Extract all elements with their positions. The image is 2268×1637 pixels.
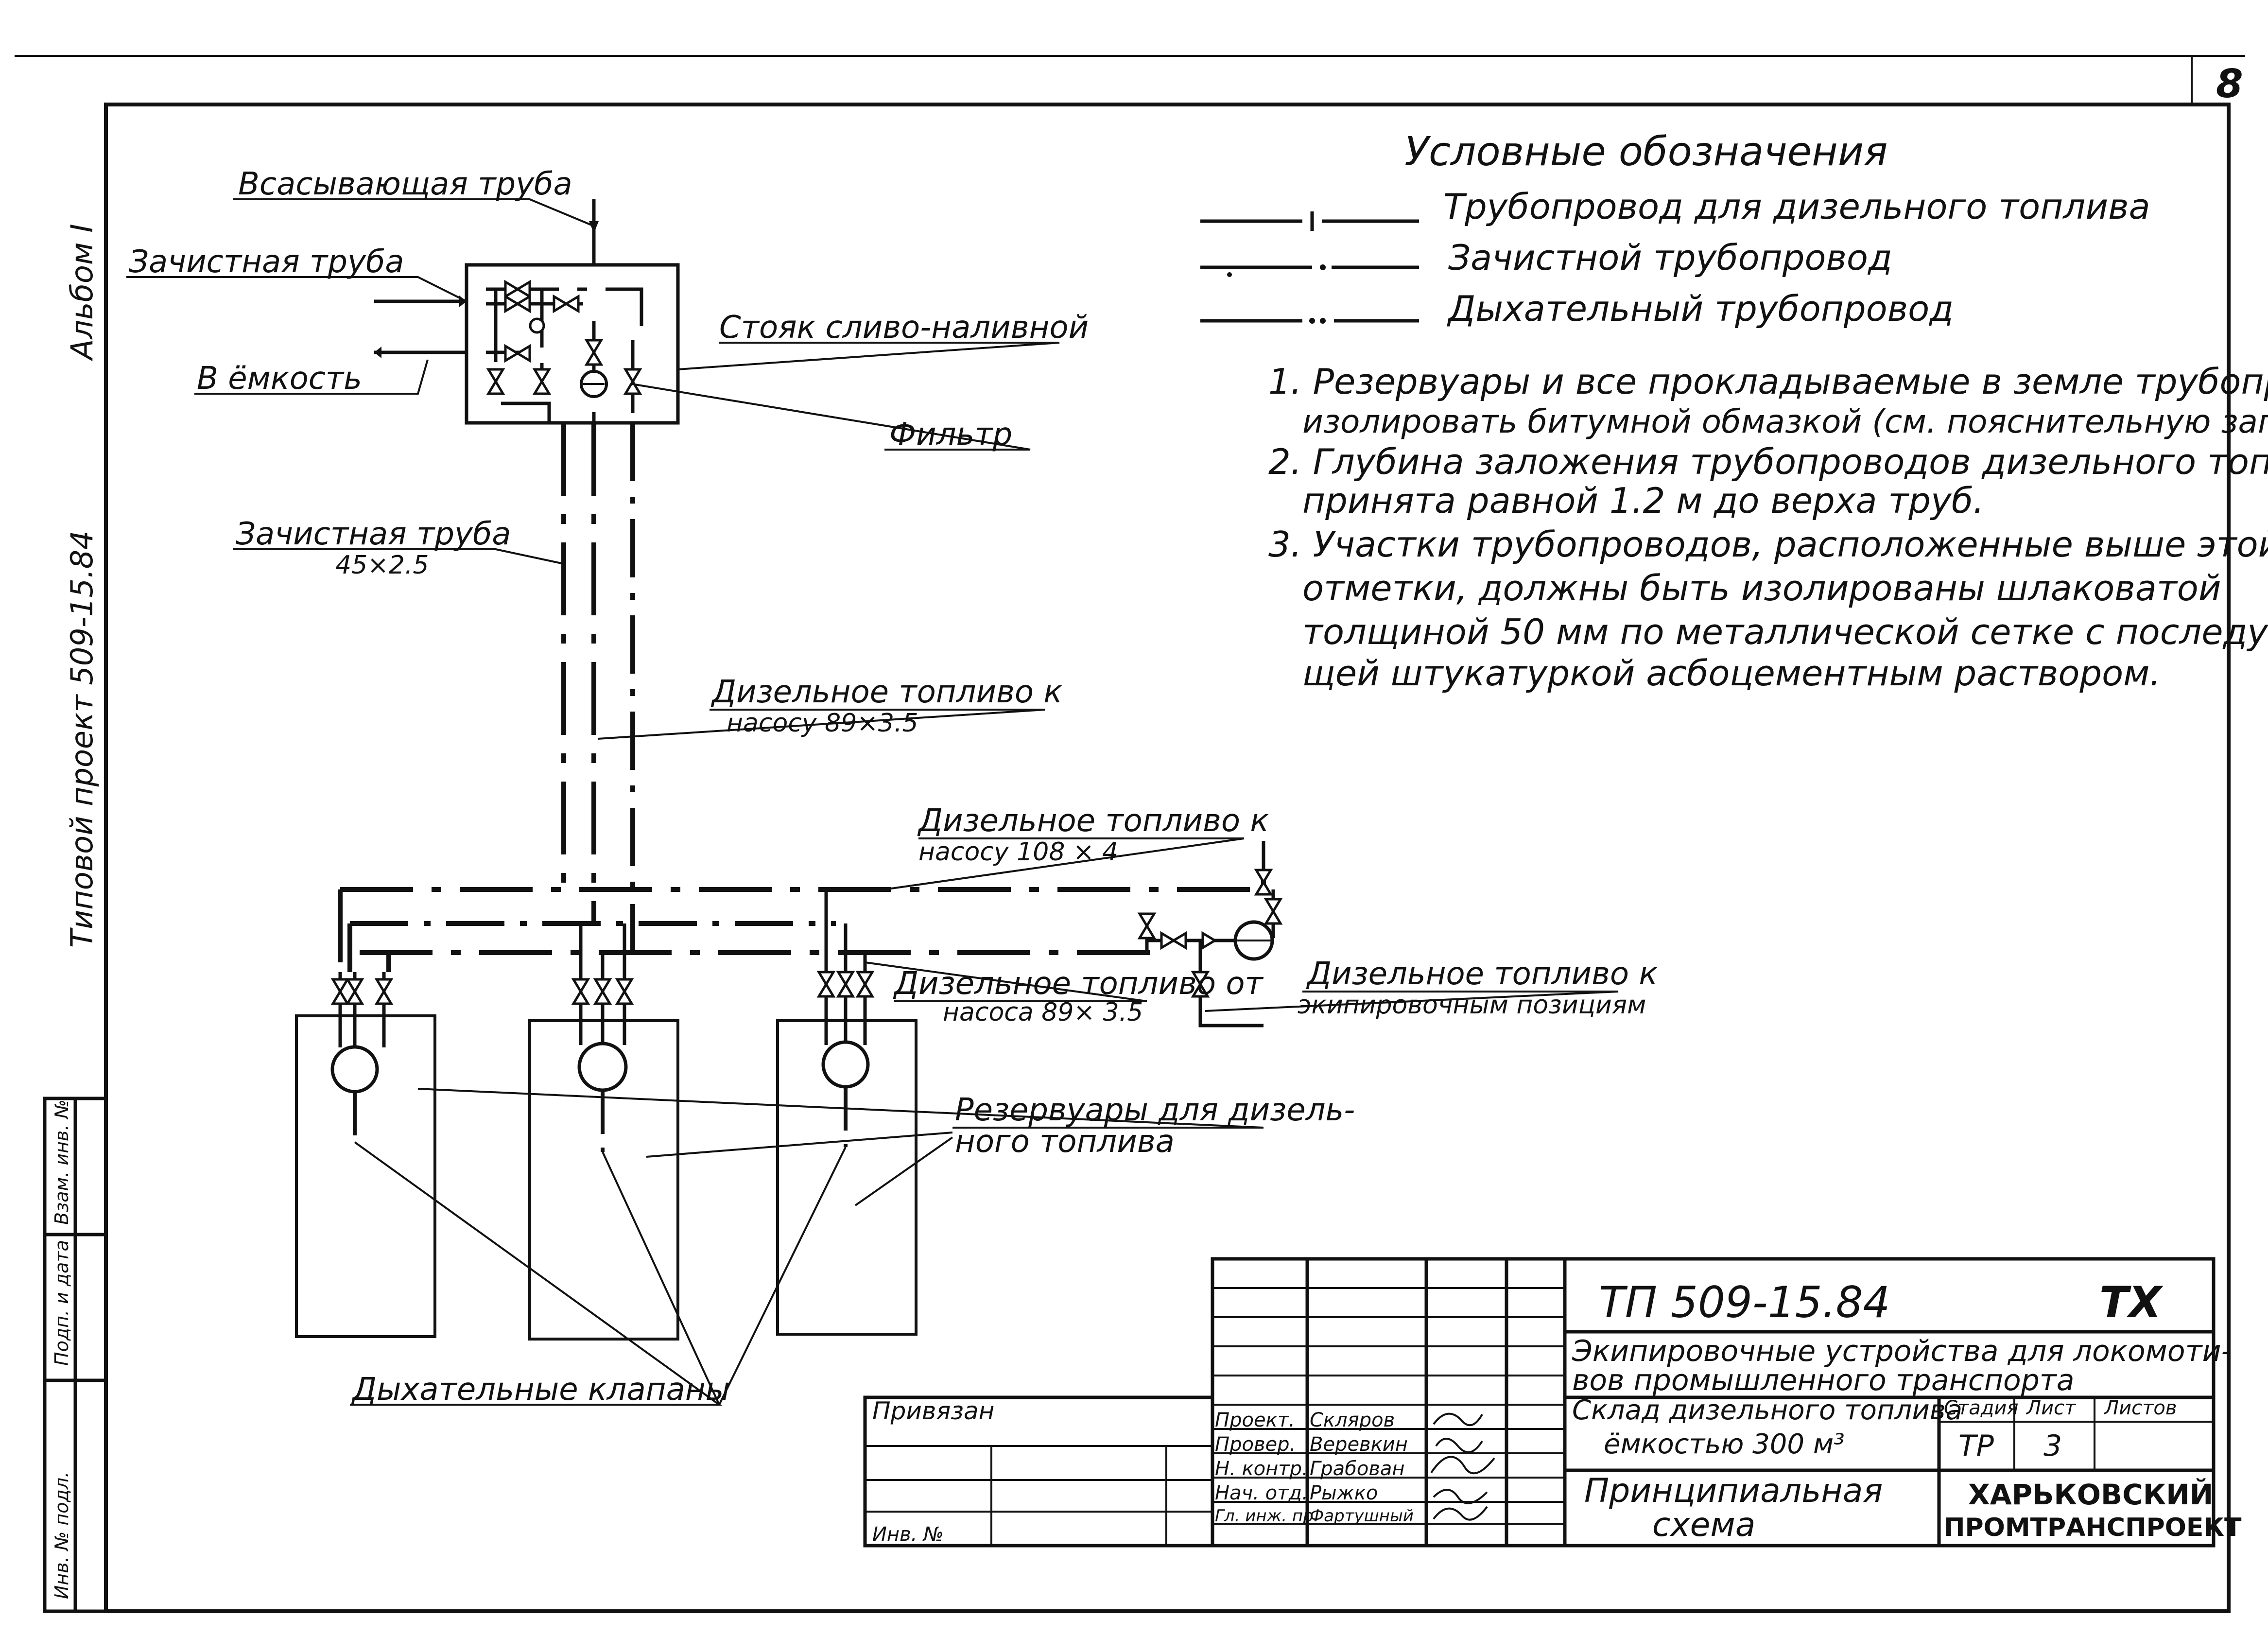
tank-1-valves: [330, 978, 394, 1005]
label-diesel-to-positions-b: экипировочным позициям: [1298, 991, 1646, 1020]
side-project-label: Типовой проект 509-15.84: [64, 530, 100, 948]
tb-inv-no: Инв. №: [872, 1523, 944, 1546]
label-breathing-valves: Дыхательные клапаны: [351, 1372, 730, 1408]
label-diesel-to-positions-a: Дизельное топливо к: [1306, 956, 1658, 992]
tb-object-2: ёмкостью 300 м³: [1604, 1428, 1845, 1460]
label-to-tank: В ёмкость: [197, 361, 362, 397]
signatures: [1430, 1412, 1495, 1521]
tb-organization-2: ПРОМТРАНСПРОЕКТ: [1944, 1513, 2242, 1542]
side-stamp: Инв. № подл. Подп. и дата Взам. инв. №: [43, 1097, 108, 1613]
tank-3: [776, 889, 918, 1336]
horizontal-headers: [338, 875, 1266, 972]
tb-mark: ТХ: [2099, 1277, 2164, 1327]
tb-role-4: Нач. отд.: [1215, 1482, 1308, 1504]
label-cleaning-pipe-top: Зачистная труба: [129, 244, 404, 280]
tb-name-1: Скляров: [1310, 1409, 1395, 1431]
legend-item-breathing: Дыхательный трубопровод: [1200, 288, 1954, 329]
tb-name-5: Фартушный: [1310, 1506, 1414, 1526]
tb-stage: ТР: [1958, 1429, 1994, 1463]
leader-lines: [126, 198, 1619, 1406]
riser-box: [465, 199, 680, 425]
side-field-inv: Инв. № подл.: [51, 1472, 72, 1599]
label-diesel-from-pump-a: Дизельное топливо от: [893, 966, 1264, 1002]
tank-3-valves: [816, 971, 875, 998]
label-tanks-a: Резервуары для дизель-: [955, 1092, 1355, 1128]
note-line-2: изолировать битумной обмазкой (см. поясн…: [1302, 403, 2268, 440]
filter-icon: [580, 370, 608, 398]
legend: Условные обозначения Трубопровод для диз…: [1200, 129, 2150, 329]
side-field-replace: Взам. инв. №: [51, 1099, 72, 1225]
note-line-5: 3. Участки трубопроводов, расположенные …: [1268, 524, 2268, 565]
legend-label-diesel: Трубопровод для дизельного топлива: [1443, 186, 2150, 227]
tank-3-manhole-icon: [821, 1040, 870, 1089]
tb-object-1: Склад дизельного топлива: [1572, 1394, 1962, 1426]
tank-2: [528, 923, 679, 1341]
note-line-7: толщиной 50 мм по металлической сетке с …: [1302, 611, 2268, 652]
tb-name-3: Грабован: [1310, 1458, 1405, 1480]
side-field-sign: Подп. и дата: [51, 1240, 72, 1366]
riser-valve-icon: [486, 279, 642, 395]
tb-stage-header: Стадия: [1944, 1397, 2018, 1419]
tb-drawing-name-2: схема: [1652, 1506, 1755, 1544]
note-line-6: отметки, должны быть изолированы шлакова…: [1302, 568, 2221, 609]
label-filter: Фильтр: [889, 417, 1012, 453]
label-diesel-to-pump-2b: насосу 108 × 4: [918, 837, 1118, 867]
riser-inlet-arrows: [374, 296, 467, 358]
tb-name-2: Веревкин: [1310, 1433, 1408, 1456]
label-suction-pipe: Всасывающая труба: [238, 166, 572, 202]
note-line-1: 1. Резервуары и все прокладываемые в зем…: [1268, 361, 2268, 402]
pump-icon: [1233, 920, 1274, 961]
tb-sheets-header: Листов: [2103, 1397, 2177, 1419]
label-tanks-b: ного топлива: [955, 1124, 1175, 1160]
tank-1-manhole-icon: [330, 1045, 379, 1094]
diagram-labels: Всасывающая труба Зачистная труба В ёмко…: [129, 166, 1658, 1408]
tank-2-manhole-icon: [577, 1042, 628, 1092]
tb-role-3: Н. контр.: [1215, 1458, 1308, 1480]
tb-role-5: Гл. инж. пр.: [1215, 1506, 1318, 1526]
label-diesel-from-pump-b: насоса 89× 3.5: [943, 998, 1143, 1027]
note-line-3: 2. Глубина заложения трубопроводов дизел…: [1268, 441, 2268, 482]
legend-item-cleaning: Зачистной трубопровод: [1200, 237, 1892, 278]
note-line-8: щей штукатуркой асбоцементным раствором.: [1302, 653, 2161, 694]
note-line-4: принята равной 1.2 м до верха труб.: [1302, 480, 1984, 521]
sheet-number: 8: [2216, 61, 2243, 106]
tb-name-4: Рыжко: [1310, 1482, 1378, 1504]
pump-assembly: [1137, 841, 1283, 1027]
legend-item-diesel: Трубопровод для дизельного топлива: [1200, 186, 2150, 231]
drawing-frame: [104, 103, 2231, 1613]
title-block: Привязан Инв. № Проект. Скляров Провер. …: [863, 1257, 2242, 1548]
tb-project-title-2: вов промышленного транспорта: [1572, 1363, 2075, 1397]
tb-sheet-header: Лист: [2026, 1397, 2077, 1419]
label-diesel-to-pump-2a: Дизельное топливо к: [917, 803, 1269, 839]
label-cleaning-pipe-size: 45×2.5: [335, 551, 429, 580]
notes: 1. Резервуары и все прокладываемые в зем…: [1268, 361, 2268, 694]
tb-role-2: Провер.: [1215, 1433, 1296, 1456]
legend-title: Условные обозначения: [1404, 129, 1887, 175]
side-album-label: Альбом I: [64, 224, 100, 362]
tank-2-valves: [571, 978, 634, 1005]
legend-label-breathing: Дыхательный трубопровод: [1447, 288, 1954, 329]
tb-project-title-1: Экипировочные устройства для локомоти-: [1572, 1334, 2232, 1368]
tb-role-1: Проект.: [1215, 1409, 1295, 1431]
tb-sheet: 3: [2043, 1429, 2062, 1463]
tb-organization-1: ХАРЬКОВСКИЙ: [1968, 1478, 2213, 1511]
trunk-pipes: [561, 423, 635, 953]
tb-drawing-name-1: Принципиальная: [1584, 1472, 1883, 1510]
label-diesel-to-pump-1a: Дизельное топливо к: [710, 674, 1062, 710]
legend-label-cleaning: Зачистной трубопровод: [1448, 237, 1892, 278]
tb-tied-to: Привязан: [872, 1397, 994, 1425]
label-riser: Стояк сливо-наливной: [719, 310, 1089, 346]
label-cleaning-pipe: Зачистная труба: [236, 516, 511, 552]
tank-1: [295, 972, 436, 1338]
tb-code: ТП 509-15.84: [1599, 1277, 1890, 1327]
label-diesel-to-pump-1b: насосу 89×3.5: [727, 709, 918, 738]
